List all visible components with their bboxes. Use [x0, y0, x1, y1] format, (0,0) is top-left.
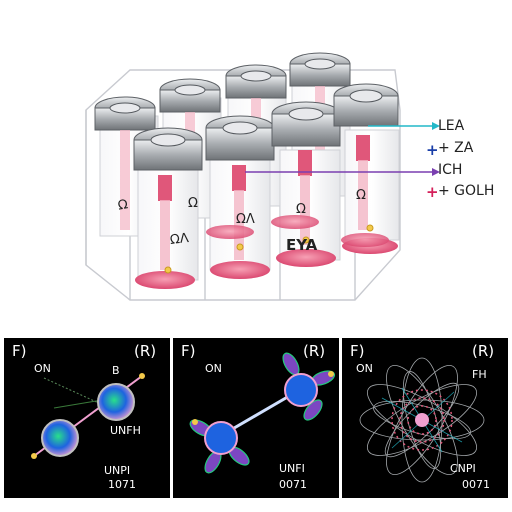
callout-label-1: LEA [438, 118, 465, 134]
panel-3-corner-left: F) [350, 342, 365, 360]
panel-3-label-fh: FH [472, 368, 487, 381]
panel-3: F) (R) ON FH CNPI 0071 [342, 338, 508, 498]
callout-prefix-4: + [426, 183, 439, 201]
panel-3-label-on: ON [356, 362, 373, 375]
tube-front-3 [271, 101, 341, 267]
pink-discs-back [206, 215, 389, 247]
panel-1-label-1071: 1071 [108, 478, 136, 491]
panel-1-graphic [31, 373, 145, 459]
panel-2-label-on: ON [205, 362, 222, 375]
panel-1-label-b: B [112, 364, 120, 377]
panel-1-corner-right: (R) [134, 342, 157, 360]
panel-3-graphic [359, 357, 485, 483]
panel-1: F) (R) ON B UNFH UNPI 1071 [4, 338, 170, 498]
panel-1-label-unpi: UNPI [104, 464, 131, 477]
panel-3-label-0071: 0071 [462, 478, 490, 491]
tube-front-4 [333, 83, 400, 254]
tube-front-1 [133, 127, 203, 289]
panel-1-label-on: ON [34, 362, 51, 375]
panel-2-corner-left: F) [181, 342, 196, 360]
tube-rack-illustration [85, 52, 440, 301]
tube-tag-3: Ω [188, 196, 198, 211]
callout-label-4: + GOLH [438, 183, 495, 199]
panel-1-corner-left: F) [12, 342, 27, 360]
panel-3-label-cnpi: CNPI [450, 462, 476, 475]
tube-tag-5: Ω [296, 202, 306, 217]
tube-tag-4: ΩΛ [236, 212, 255, 227]
panel-2-label-0071: 0071 [279, 478, 307, 491]
panel-2: F) (R) ON UNFI 0071 [173, 338, 339, 498]
panel-2-corner-right: (R) [303, 342, 326, 360]
yellow-nodes [164, 224, 374, 274]
tube-front-2 [205, 115, 275, 279]
callout-label-3: ICH [438, 162, 463, 178]
panel-2-graphic [189, 352, 336, 474]
callout-prefix-2: + [426, 141, 439, 159]
panel-1-label-unfh: UNFH [110, 424, 141, 437]
pointer-arrowhead-cyan [432, 122, 440, 130]
callout-label-2: + ZA [438, 140, 474, 156]
tube-tag-2: ΩΛ [169, 231, 190, 248]
panel-3-corner-right: (R) [472, 342, 495, 360]
pointer-arrowhead-purple [432, 168, 440, 176]
base-label: EYA [286, 236, 318, 254]
panel-2-label-unfi: UNFI [279, 462, 305, 475]
tube-tag-6: Ω [356, 188, 366, 203]
